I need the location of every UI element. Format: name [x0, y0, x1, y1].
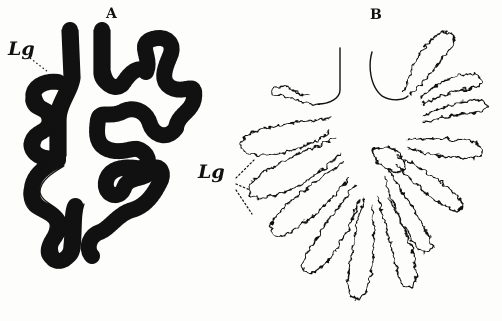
lobule-right-5	[396, 156, 463, 211]
duct-right	[370, 52, 408, 100]
gland-tube-duct	[58, 30, 72, 160]
lobule-right-2	[420, 74, 482, 104]
lg-label-a: Lg	[8, 40, 35, 59]
lg-label-b: Lg	[198, 163, 225, 182]
gland-tube-lower-right-loop	[89, 150, 162, 256]
panel-b-label: B	[370, 8, 382, 22]
lobule-right-4	[408, 139, 482, 159]
lobule-bottom-1	[348, 198, 374, 299]
lobule-right-6	[384, 170, 432, 253]
lobule-left-2	[249, 138, 340, 198]
panel-a-drawing	[24, 30, 194, 266]
lobule-right-1	[404, 33, 455, 94]
lobule-bottom-2	[378, 196, 416, 287]
panel-a-label: A	[106, 7, 117, 21]
lobule-right-3	[424, 100, 487, 122]
lobule-left-1	[241, 118, 330, 155]
lobule-left-3	[271, 162, 348, 236]
panel-b-drawing	[236, 33, 487, 299]
duct-left	[318, 48, 340, 104]
lg-pointer-b	[236, 160, 254, 214]
lobule-upper-left	[272, 86, 318, 104]
lg-pointer-a	[30, 58, 48, 72]
gland-tube-left-lower-loop	[32, 160, 76, 261]
